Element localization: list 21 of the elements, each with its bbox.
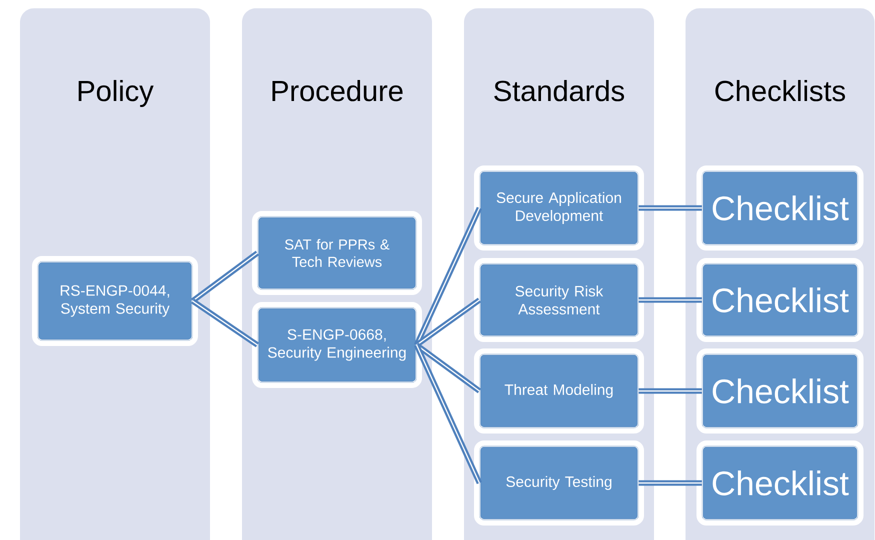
connector <box>638 480 702 486</box>
process-box: RS-ENGP-0044, System Security <box>32 256 198 346</box>
process-box: SAT for PPRs & Tech Reviews <box>252 211 422 295</box>
checklist-box: Checklist <box>696 258 864 342</box>
connector <box>414 342 482 394</box>
connector <box>414 298 482 348</box>
checklist-box: Checklist <box>696 348 864 434</box>
process-box: S-ENGP-0668, Security Engineering <box>252 302 422 388</box>
connector <box>414 344 482 484</box>
connector <box>638 388 702 394</box>
process-box: Security Risk Assessment <box>474 258 644 342</box>
connector <box>191 298 259 348</box>
connector <box>414 206 482 346</box>
process-box: Security Testing <box>474 440 644 526</box>
checklist-box: Checklist <box>696 440 864 526</box>
connector <box>190 250 260 304</box>
connector <box>638 297 702 303</box>
process-box: Threat Modeling <box>474 348 644 434</box>
process-box: Secure Application Development <box>474 166 644 250</box>
checklist-box: Checklist <box>696 166 864 250</box>
connector <box>638 205 702 211</box>
